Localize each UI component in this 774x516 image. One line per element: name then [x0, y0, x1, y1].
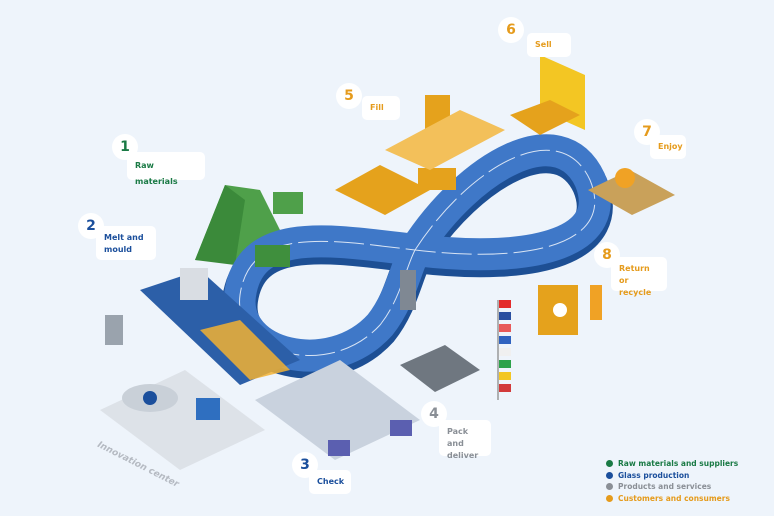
recycle-icon — [553, 303, 567, 317]
people-enjoying — [615, 168, 635, 188]
step-2-label: Melt and mould — [96, 226, 156, 260]
legend-item: Customers and consumers — [606, 493, 738, 505]
step-1-label: Raw materials — [127, 152, 205, 186]
fill-warehouse — [335, 165, 430, 215]
person-recycling — [590, 285, 602, 320]
legend-dot-icon — [606, 483, 613, 491]
mountain-shade — [195, 185, 245, 265]
legend-dot-icon — [606, 494, 613, 502]
legend-item: Products and services — [606, 481, 738, 493]
legend-label: Raw materials and suppliers — [618, 459, 739, 469]
step-8-label: Return or recycle — [611, 257, 667, 297]
truck-delivery — [418, 168, 456, 190]
control-cabinet — [105, 315, 123, 345]
crate — [390, 420, 412, 436]
innovation-screen — [196, 398, 220, 420]
step-7-label: Enjoy — [650, 135, 686, 159]
filling-conveyor — [385, 110, 505, 170]
legend-dot-icon — [606, 460, 613, 468]
legend-label: Glass production — [618, 470, 690, 480]
loop-flow-arrows — [239, 149, 596, 356]
legend-item: Raw materials and suppliers — [606, 458, 738, 470]
step-4-label: Pack and deliver — [439, 420, 491, 460]
legend: Raw materials and suppliers Glass produc… — [606, 458, 738, 504]
innovation-logo-icon — [143, 391, 157, 405]
packed-pallets — [400, 345, 480, 392]
legend-item: Glass production — [606, 470, 738, 482]
crate — [328, 440, 350, 456]
silos — [180, 268, 208, 300]
step-3-label: Check — [309, 470, 351, 494]
step-5-number: 5 — [336, 83, 362, 109]
picnic-blanket — [588, 170, 675, 215]
counter — [510, 100, 580, 135]
molten-glass — [200, 320, 290, 380]
step-5-label: Fill — [362, 96, 400, 120]
pallets-raw — [273, 192, 303, 214]
warehouse-stack — [400, 270, 416, 310]
legend-label: Products and services — [618, 482, 712, 492]
truck-raw — [255, 245, 290, 267]
inspection-line — [255, 360, 420, 460]
step-6-label: Sell — [527, 33, 571, 57]
country-flags — [499, 300, 511, 392]
step-6-number: 6 — [498, 17, 524, 43]
legend-label: Customers and consumers — [618, 493, 730, 503]
legend-dot-icon — [606, 471, 613, 479]
